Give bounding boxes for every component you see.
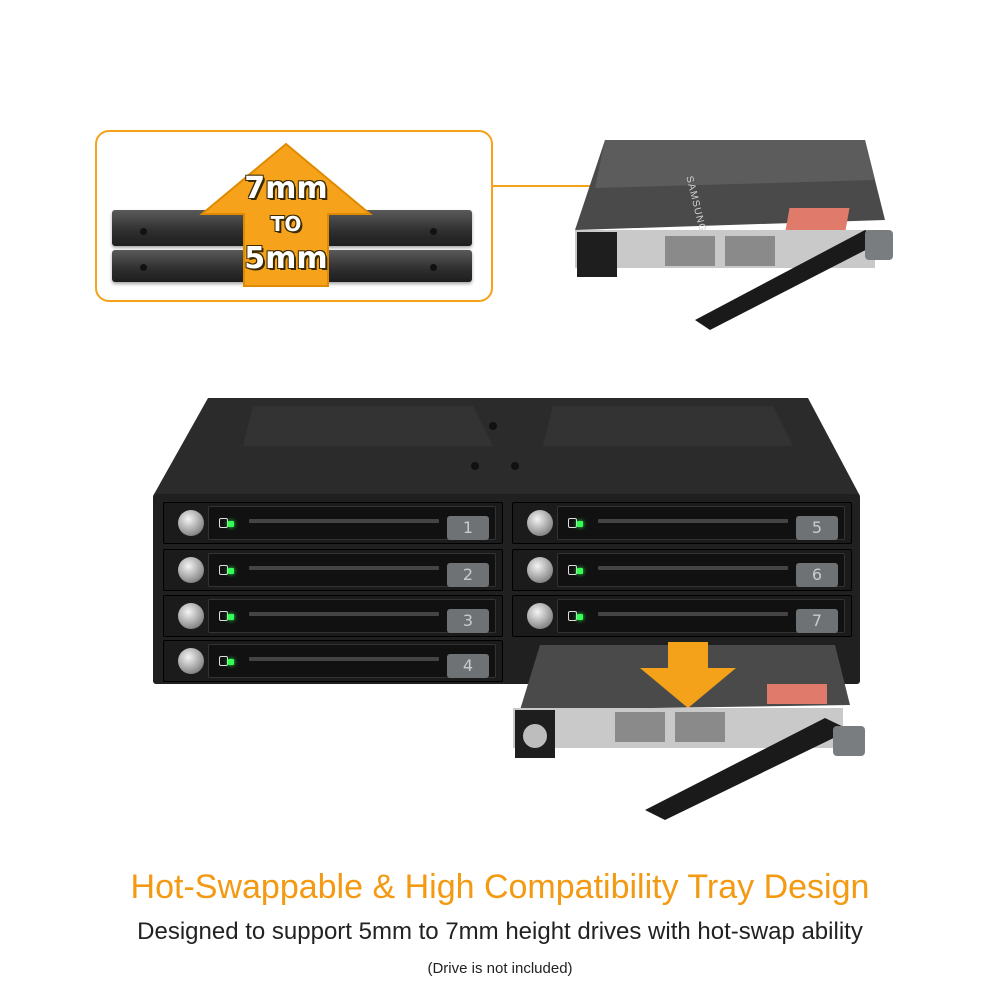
bay-number-badge: 7 — [796, 609, 838, 633]
bay-handle[interactable]: 3 — [208, 599, 496, 633]
bay-lock-knob[interactable] — [178, 648, 204, 674]
drive-bay-1[interactable]: 1 — [163, 502, 503, 544]
drive-bay-3[interactable]: 3 — [163, 595, 503, 637]
drive-bay-4[interactable]: 4 — [163, 640, 503, 682]
lock-icon — [568, 611, 577, 621]
lock-icon — [219, 656, 228, 666]
headline: Hot-Swappable & High Compatibility Tray … — [130, 868, 870, 906]
bay-handle[interactable]: 2 — [208, 553, 496, 587]
bay-handle[interactable]: 1 — [208, 506, 496, 540]
status-led — [577, 614, 583, 620]
down-arrow-icon — [640, 642, 736, 708]
drive-bay-6[interactable]: 6 — [512, 549, 852, 591]
callout-connector-line — [493, 185, 631, 187]
lock-icon — [219, 518, 228, 528]
bay-number-badge: 4 — [447, 654, 489, 678]
arrow-label-7mm: 7mm — [244, 171, 328, 206]
status-led — [228, 521, 234, 527]
bay-handle[interactable]: 5 — [557, 506, 845, 540]
bay-number-badge: 2 — [447, 563, 489, 587]
bay-handle[interactable]: 6 — [557, 553, 845, 587]
drive-tray-detail-image — [575, 140, 893, 330]
bay-number-badge: 3 — [447, 609, 489, 633]
enclosure-top-cover — [153, 398, 860, 496]
status-led — [577, 568, 583, 574]
status-led — [577, 521, 583, 527]
bay-number-badge: 5 — [796, 516, 838, 540]
bay-handle[interactable]: 7 — [557, 599, 845, 633]
ejected-drive-tray-image — [513, 645, 865, 820]
status-led — [228, 568, 234, 574]
bay-lock-knob[interactable] — [527, 603, 553, 629]
footnote: (Drive is not included) — [427, 960, 573, 977]
lock-icon — [219, 611, 228, 621]
arrow-label-5mm: 5mm — [244, 241, 328, 276]
arrow-label-to: TO — [270, 212, 302, 236]
up-arrow-icon — [199, 142, 373, 287]
bay-lock-knob[interactable] — [178, 557, 204, 583]
drive-bay-5[interactable]: 5 — [512, 502, 852, 544]
lock-icon — [568, 518, 577, 528]
bay-lock-knob[interactable] — [178, 603, 204, 629]
bay-lock-knob[interactable] — [527, 557, 553, 583]
lock-icon — [568, 565, 577, 575]
status-led — [228, 659, 234, 665]
bay-lock-knob[interactable] — [527, 510, 553, 536]
bay-number-badge: 1 — [447, 516, 489, 540]
subheadline: Designed to support 5mm to 7mm height dr… — [137, 918, 863, 945]
bay-lock-knob[interactable] — [178, 510, 204, 536]
bay-number-badge: 6 — [796, 563, 838, 587]
drive-bay-7[interactable]: 7 — [512, 595, 852, 637]
bay-handle[interactable]: 4 — [208, 644, 496, 678]
drive-bay-2[interactable]: 2 — [163, 549, 503, 591]
status-led — [228, 614, 234, 620]
lock-icon — [219, 565, 228, 575]
